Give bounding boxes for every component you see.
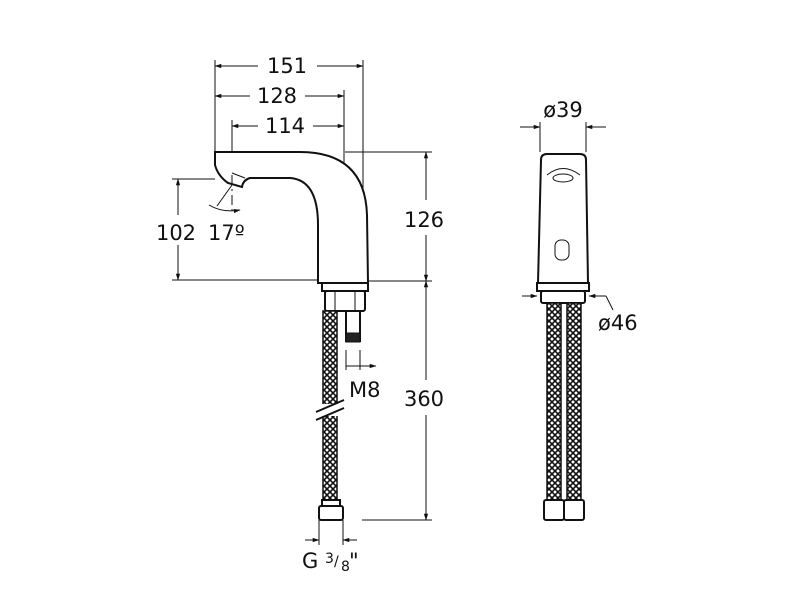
- sensor-icon: [554, 239, 570, 261]
- sensor-window: [552, 173, 574, 183]
- spout-outlet: [231, 172, 246, 179]
- thread-suffix: ": [349, 549, 359, 573]
- front-body: [536, 153, 590, 284]
- front-view: ø39 ø46: [520, 98, 638, 521]
- front-hose-right: [566, 302, 582, 504]
- thread-num: 3: [325, 551, 334, 567]
- d39-label: ø39: [543, 98, 583, 122]
- hose-break-gap: [316, 404, 344, 416]
- d46-label: ø46: [598, 311, 638, 335]
- front-hose-nut-left: [543, 499, 565, 521]
- break-mark-1: [315, 399, 345, 413]
- faucet-spout-body: [214, 151, 370, 284]
- thread-label: G 3 / 8 ": [302, 549, 359, 575]
- dim-102-label: 102: [156, 221, 196, 245]
- thread-slash: /: [334, 554, 339, 570]
- mounting-nut: [324, 290, 366, 312]
- m8-label: M8: [349, 378, 380, 402]
- front-hose-left: [546, 302, 562, 504]
- dim-360-label: 360: [404, 387, 444, 411]
- base-plate: [321, 282, 369, 292]
- thread-den: 8: [341, 559, 350, 575]
- dim-114-label: 114: [265, 114, 305, 138]
- break-mark-2: [315, 407, 345, 421]
- front-mounting-nut: [540, 290, 586, 304]
- dim-126-label: 126: [404, 208, 444, 232]
- side-view: 151 128 114 17º 102 126: [156, 54, 444, 575]
- angle-line: [216, 184, 233, 207]
- front-base-plate: [536, 282, 590, 292]
- angle-arc: [208, 204, 241, 214]
- front-hose-nut-right: [563, 499, 585, 521]
- angle-label: 17º: [208, 221, 245, 245]
- front-sensor-top: [546, 168, 581, 176]
- d46-leader: [605, 295, 614, 311]
- dim-151-label: 151: [267, 54, 307, 78]
- thread-prefix: G: [302, 549, 318, 573]
- dim-128-label: 128: [257, 84, 297, 108]
- hose-nut: [318, 505, 344, 521]
- bolt-end: [345, 332, 361, 343]
